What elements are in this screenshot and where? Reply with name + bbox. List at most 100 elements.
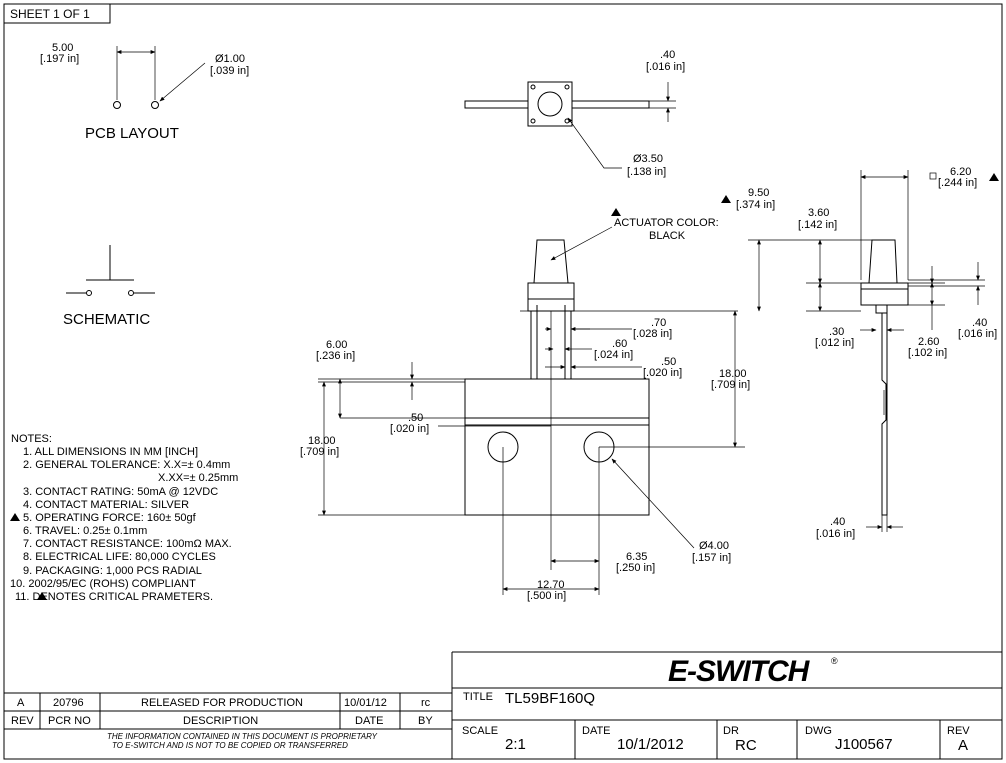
front-050b-in: [.020 in] [643, 367, 682, 379]
note-2b: X.XX=± 0.25mm [158, 472, 238, 484]
front-635-in: [.250 in] [616, 562, 655, 574]
pcb-hole-left [113, 101, 121, 109]
pcb-pitch-mm: 5.00 [52, 42, 73, 54]
rev-hdr-rev: REV [11, 715, 34, 727]
front-1800-mm: 18.00 [308, 435, 336, 447]
disclaimer-1: THE INFORMATION CONTAINED IN THIS DOCUME… [107, 732, 378, 741]
side-360-mm: 3.60 [808, 207, 829, 219]
front-070-mm: .70 [651, 317, 666, 329]
dwg-value: J100567 [835, 736, 893, 753]
rev-row-rev: A [17, 697, 25, 709]
brand-registered: ® [831, 656, 838, 666]
date-label: DATE [582, 725, 611, 737]
pcb-layout-title: PCB LAYOUT [85, 125, 179, 142]
front-050a-mm: .50 [408, 412, 423, 424]
side-260-mm: 2.60 [918, 336, 939, 348]
top-view-plunger [537, 91, 563, 117]
note-8: 8. ELECTRICAL LIFE: 80,000 CYCLES [23, 551, 216, 563]
note-10: 10. 2002/95/EC (ROHS) COMPLIANT [10, 578, 196, 590]
side-950-mm: 9.50 [748, 187, 769, 199]
title-label: TITLE [463, 691, 493, 703]
rev-label: REV [947, 725, 970, 737]
side-030-in: [.012 in] [815, 337, 854, 349]
side-040b-in: [.016 in] [816, 528, 855, 540]
note-7: 7. CONTACT RESISTANCE: 100mΩ MAX. [23, 538, 232, 550]
rev-row-desc: RELEASED FOR PRODUCTION [141, 697, 303, 709]
front-070-in: [.028 in] [633, 328, 672, 340]
brand-name: E-SWITCH [668, 655, 811, 688]
front-1800b-mm: 18.00 [719, 368, 747, 380]
note-2: 2. GENERAL TOLERANCE: X.X=± 0.4mm [23, 459, 230, 471]
side-260-in: [.102 in] [908, 347, 947, 359]
actuator-label-2: BLACK [649, 230, 686, 242]
side-040a-mm: .40 [972, 317, 987, 329]
scale-label: SCALE [462, 725, 498, 737]
actuator-label-1: ACTUATOR COLOR: [614, 217, 719, 229]
rev-hdr-desc: DESCRIPTION [183, 715, 258, 727]
notes-heading: NOTES: [11, 433, 52, 445]
side-view: 9.50 [.374 in] 3.60 [.142 in] 6.20 [.244… [721, 166, 999, 540]
front-1270-in: [.500 in] [527, 590, 566, 602]
front-hole-mm: Ø4.00 [699, 540, 729, 552]
side-360-in: [.142 in] [798, 219, 837, 231]
top-view: .40 [.016 in] Ø3.50 [.138 in] [464, 49, 685, 178]
side-lead [881, 312, 888, 516]
front-view: ACTUATOR COLOR: BLACK 6.00 [.236 in] 18.… [300, 208, 750, 602]
side-950-in: [.374 in] [736, 199, 775, 211]
note-4: 4. CONTACT MATERIAL: SILVER [23, 499, 189, 511]
front-600-mm: 6.00 [326, 339, 347, 351]
dwg-label: DWG [805, 725, 832, 737]
schematic-title: SCHEMATIC [63, 311, 150, 328]
pcb-hole-right [151, 101, 159, 109]
top-lead-mm: .40 [660, 49, 675, 61]
note-5: 5. OPERATING FORCE: 160± 50gf [23, 512, 197, 524]
pcb-layout: 5.00 [.197 in] Ø1.00 [.039 in] PCB LAYOU… [40, 42, 249, 142]
front-actuator [533, 239, 569, 284]
rev-hdr-date: DATE [355, 715, 384, 727]
rev-row-by: rc [421, 697, 431, 709]
side-actuator [868, 239, 898, 284]
front-1800-in: [.709 in] [300, 446, 339, 458]
side-040b-mm: .40 [830, 516, 845, 528]
note-6: 6. TRAVEL: 0.25± 0.1mm [23, 525, 147, 537]
front-600-in: [.236 in] [316, 350, 355, 362]
pcb-hole-mm: Ø1.00 [215, 53, 245, 65]
critical-triangle-icon [37, 592, 47, 600]
front-060-in: [.024 in] [594, 349, 633, 361]
scale-value: 2:1 [505, 736, 526, 753]
side-620-mm: 6.20 [950, 166, 971, 178]
sheet-label: SHEET 1 OF 1 [10, 7, 90, 21]
date-value: 10/1/2012 [617, 736, 684, 753]
side-040a-in: [.016 in] [958, 328, 997, 340]
front-switch-body [527, 282, 575, 312]
top-plunger-mm: Ø3.50 [633, 153, 663, 165]
critical-triangle-icon [10, 513, 20, 521]
note-3: 3. CONTACT RATING: 50mA @ 12VDC [23, 486, 218, 498]
pcb-hole-in: [.039 in] [210, 65, 249, 77]
note-9: 9. PACKAGING: 1,000 PCS RADIAL [23, 565, 202, 577]
front-1800b-in: [.709 in] [711, 379, 750, 391]
rev-hdr-by: BY [418, 715, 433, 727]
front-1270-mm: 12.70 [537, 579, 565, 591]
front-050a-in: [.020 in] [390, 423, 429, 435]
top-lead-in: [.016 in] [646, 61, 685, 73]
rev-row-pcr: 20796 [53, 697, 84, 709]
top-plunger-in: [.138 in] [627, 166, 666, 178]
title-value: TL59BF160Q [505, 690, 595, 707]
side-030-mm: .30 [829, 326, 844, 338]
pcb-pitch-in: [.197 in] [40, 53, 79, 65]
rev-row-date: 10/01/12 [344, 697, 387, 709]
sheet-label-box [3, 3, 111, 24]
note-1: 1. ALL DIMENSIONS IN MM [INCH] [23, 446, 198, 458]
title-block: E-SWITCH ® TITLE TL59BF160Q SCALE 2:1 DA… [451, 651, 1002, 759]
notes: NOTES: 1. ALL DIMENSIONS IN MM [INCH] 2.… [10, 433, 238, 603]
rev-hdr-pcr: PCR NO [48, 715, 91, 727]
dr-value: RC [735, 737, 757, 754]
front-050b-mm: .50 [661, 356, 676, 368]
dr-label: DR [723, 725, 739, 737]
revision-table: A 20796 RELEASED FOR PRODUCTION 10/01/12… [4, 692, 452, 750]
side-620-in: [.244 in] [938, 177, 977, 189]
disclaimer-2: TO E-SWITCH AND IS NOT TO BE COPIED OR T… [112, 741, 348, 750]
schematic: SCHEMATIC [63, 245, 155, 328]
